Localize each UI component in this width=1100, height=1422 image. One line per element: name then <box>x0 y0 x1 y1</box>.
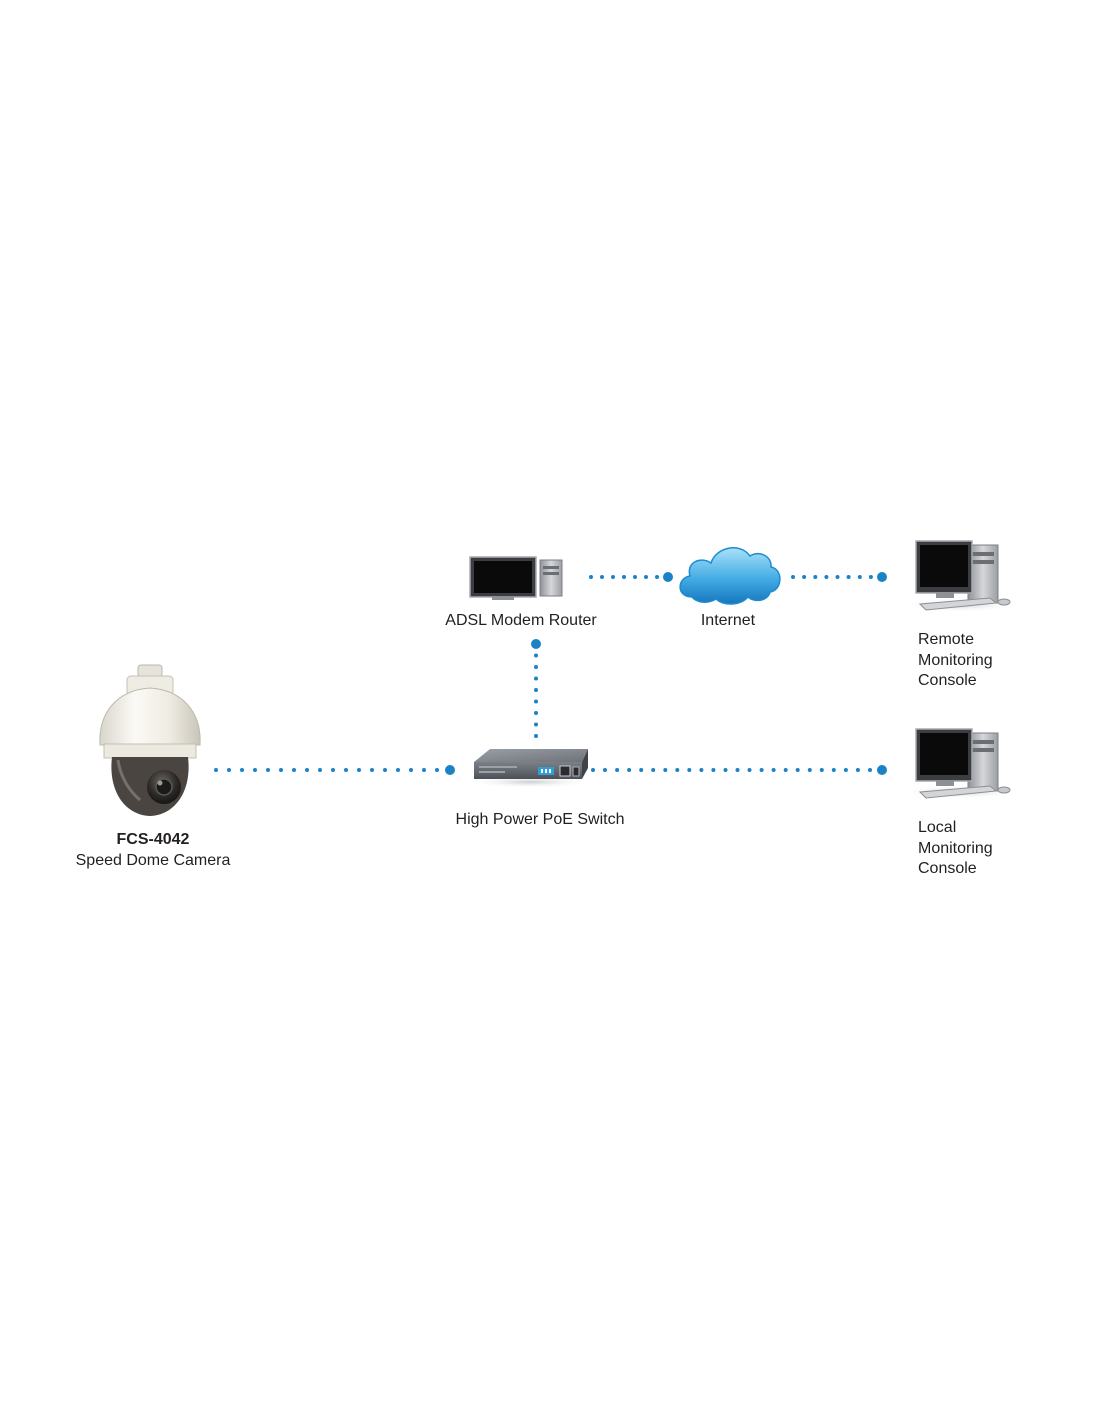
cloud-icon <box>679 547 781 605</box>
link-dot <box>807 768 812 772</box>
link-dot <box>292 768 296 772</box>
local-console-label: Local Monitoring Console <box>918 818 993 880</box>
link-endpoint-dot <box>877 572 887 582</box>
link-internet-remote-console <box>791 572 887 582</box>
link-dot <box>633 575 637 579</box>
link-dot <box>253 768 257 772</box>
link-dot <box>759 768 764 772</box>
link-dot <box>831 768 836 772</box>
link-dot <box>855 768 860 772</box>
link-dot <box>396 768 400 772</box>
link-dot <box>846 575 851 579</box>
poe-switch-icon <box>465 749 595 788</box>
link-dot <box>663 768 668 772</box>
link-endpoint-dot <box>531 639 541 649</box>
link-router-switch <box>531 639 541 738</box>
link-dot <box>214 768 218 772</box>
link-dot <box>857 575 862 579</box>
link-dot <box>534 722 538 727</box>
link-dot <box>791 575 795 579</box>
link-dot <box>534 653 538 658</box>
link-dot <box>723 768 728 772</box>
link-endpoint-dot <box>445 765 455 775</box>
switch-label: High Power PoE Switch <box>455 811 625 828</box>
link-dot <box>802 575 807 579</box>
link-dot <box>600 575 604 579</box>
local-console-computer-icon <box>900 728 1020 799</box>
link-dot <box>699 768 704 772</box>
local-console-line-3: Console <box>918 860 977 877</box>
remote-console-line-3: Console <box>918 672 977 689</box>
link-dot <box>783 768 788 772</box>
link-dot <box>331 768 335 772</box>
connection-links <box>214 572 887 775</box>
link-dot <box>357 768 361 772</box>
link-dot <box>534 665 538 669</box>
link-dot <box>318 768 322 772</box>
link-dot <box>651 768 656 772</box>
camera-model: FCS-4042 <box>116 831 190 848</box>
link-dot <box>771 768 776 772</box>
link-router-internet <box>589 572 673 582</box>
link-dot <box>591 768 595 772</box>
link-dot <box>305 768 309 772</box>
link-dot <box>843 768 848 772</box>
link-dot <box>534 734 538 738</box>
link-dot <box>534 711 538 715</box>
link-dot <box>383 768 387 772</box>
link-dot <box>227 768 231 772</box>
link-dot <box>639 768 644 772</box>
link-dot <box>868 575 873 579</box>
link-endpoint-dot <box>877 765 887 775</box>
link-dot <box>344 768 348 772</box>
link-dot <box>435 768 439 772</box>
link-dot <box>687 768 692 772</box>
link-camera-switch <box>214 765 455 775</box>
link-endpoint-dot <box>663 572 673 582</box>
remote-console-label: Remote Monitoring Console <box>918 630 993 692</box>
link-dot <box>735 768 740 772</box>
remote-console-line-2: Monitoring <box>918 651 993 669</box>
router-label: ADSL Modem Router <box>445 612 597 629</box>
link-dot <box>409 768 413 772</box>
camera-name: Speed Dome Camera <box>75 851 231 869</box>
remote-console-line-1: Remote <box>918 631 975 648</box>
link-dot <box>711 768 716 772</box>
link-dot <box>534 676 538 681</box>
speed-dome-camera-icon <box>99 664 201 816</box>
link-dot <box>615 768 620 772</box>
link-dot <box>589 575 593 579</box>
link-dot <box>813 575 818 579</box>
link-dot <box>644 575 648 579</box>
camera-label: FCS-4042 Speed Dome Camera <box>70 830 236 871</box>
link-dot <box>240 768 244 772</box>
link-dot <box>868 768 872 772</box>
link-dot <box>824 575 829 579</box>
link-dot <box>611 575 615 579</box>
link-dot <box>747 768 752 772</box>
link-dot <box>627 768 632 772</box>
modem-router-computer-icon <box>469 556 563 600</box>
link-dot <box>622 575 626 579</box>
link-dot <box>534 688 538 692</box>
link-dot <box>795 768 800 772</box>
link-dot <box>370 768 374 772</box>
link-dot <box>819 768 824 772</box>
link-dot <box>534 699 538 704</box>
link-switch-local-console <box>591 765 887 775</box>
remote-console-computer-icon <box>900 540 1020 612</box>
link-dot <box>279 768 283 772</box>
link-dot <box>675 768 680 772</box>
link-dot <box>603 768 607 772</box>
link-dot <box>835 575 840 579</box>
link-dot <box>655 575 659 579</box>
link-dot <box>266 768 270 772</box>
internet-label: Internet <box>700 612 756 629</box>
local-console-line-2: Monitoring <box>918 839 993 857</box>
link-dot <box>422 768 426 772</box>
local-console-line-1: Local <box>918 819 957 836</box>
